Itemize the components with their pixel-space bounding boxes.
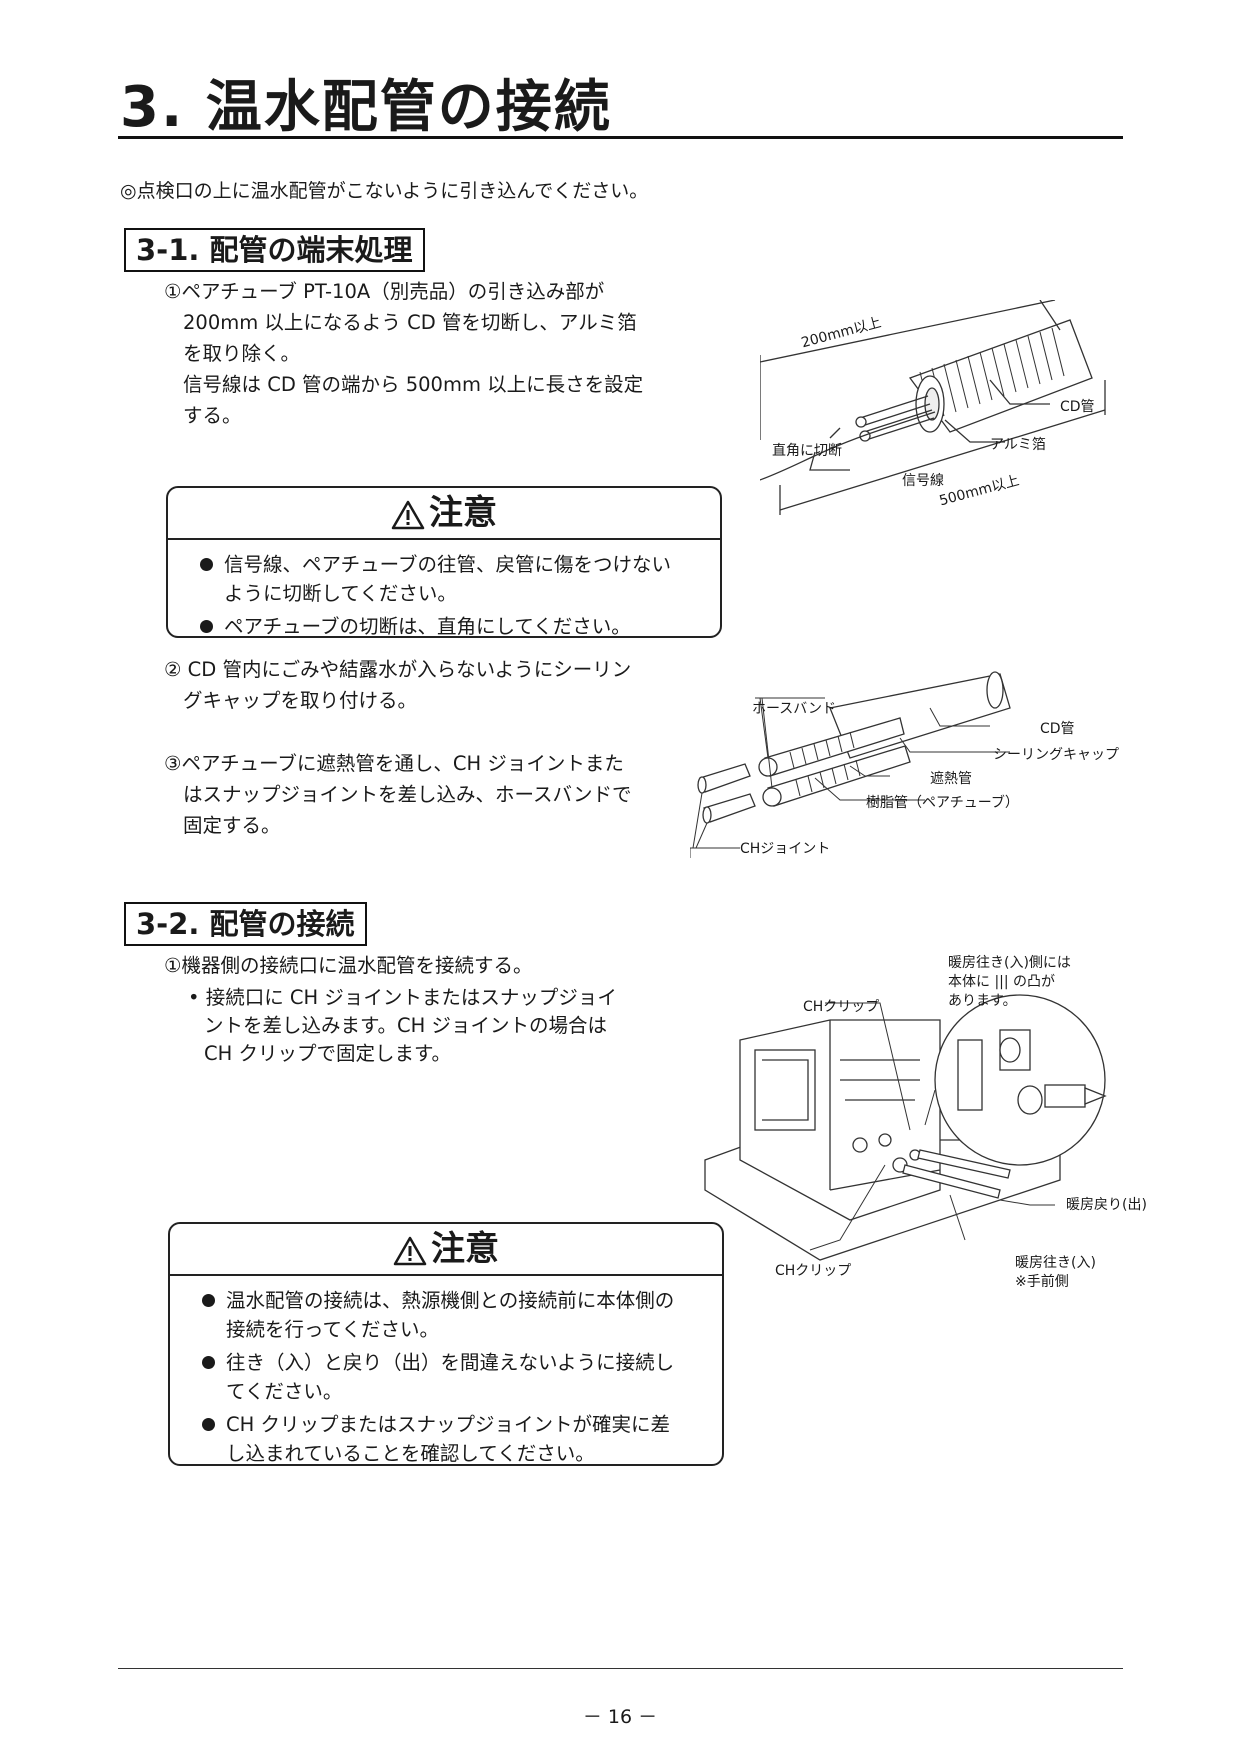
caution-list: 温水配管の接続は、熱源機側との接続前に本体側の 接続を行ってください。 往き（入… [170,1276,722,1468]
label-ch-clip-top: CHクリップ [803,999,880,1015]
step3-line: 固定する。 [183,814,281,837]
label-ch-joint: CHジョイント [740,841,831,857]
page-number: － 16 － [582,1706,658,1728]
caution-item: CH クリップまたはスナップジョイントが確実に差 し込まれていることを確認してく… [170,1410,722,1468]
label-heat-shield-pipe: 遮熱管 [930,771,972,787]
step3-line: はスナップジョイントを差し込み、ホースバンドで [183,783,632,806]
caution-item: 往き（入）と戻り（出）を間違えないように接続し てください。 [170,1348,722,1406]
label-resin-pipe: 樹脂管（ペアチューブ） [866,795,1019,811]
label-right-angle-cut: 直角に切断 [772,443,842,459]
title-rule [118,136,1123,139]
label-cd-pipe: CD管 [1060,399,1095,415]
step1-line: する。 [183,404,242,427]
step1-line: 200mm 以上になるよう CD 管を切断し、アルミ箔 [183,311,637,334]
note-line: 本体に ||| の凸が [948,974,1056,990]
label-cd-pipe-2: CD管 [1040,721,1075,737]
caution-list: 信号線、ペアチューブの往管、戻管に傷をつけない ように切断してください。 ペアチ… [168,540,720,641]
section-heading-3-2: 3-2. 配管の接続 [124,902,367,946]
caution-box-1: 注意 信号線、ペアチューブの往管、戻管に傷をつけない ように切断してください。 … [166,486,722,638]
step1-line: 信号線は CD 管の端から 500mm 以上に長さを設定 [183,373,644,396]
footer-rule [118,1668,1123,1669]
figure-unit-connection-diagram [704,994,1107,1261]
label-ch-clip-bottom: CHクリップ [775,1263,852,1279]
intro-text: ◎点検口の上に温水配管がこないように引き込んでください。 [120,180,649,202]
step2-line: ② CD 管内にごみや結露水が入らないようにシーリン [164,658,632,681]
section2-step1: ①機器側の接続口に温水配管を接続する。 [164,954,533,977]
label-aluminum-foil: アルミ箔 [990,437,1046,453]
caution-item: 温水配管の接続は、熱源機側との接続前に本体側の 接続を行ってください。 [170,1286,722,1344]
caution-header: 注意 [170,1224,722,1276]
step1-line: ①ペアチューブ PT-10A（別売品）の引き込み部が [164,280,605,303]
label-hose-band: ホースバンド [752,701,836,717]
warning-icon [393,1236,427,1266]
section-heading-3-1: 3-1. 配管の端末処理 [124,228,425,272]
label-signal-wire: 信号線 [902,473,944,489]
label-heating-return: 暖房戻り(出) [1066,1197,1147,1213]
label-sealing-cap: シーリングキャップ [993,747,1119,763]
step2-line: グキャップを取り付ける。 [183,689,418,712]
label-heating-supply-note: ※手前側 [1015,1274,1069,1290]
page-title: 3. 温水配管の接続 [120,75,612,140]
caution-title: 注意 [431,1229,499,1269]
note-line: 暖房往き(入)側には [948,955,1071,971]
section2-sub-line: CH クリップで固定します。 [204,1042,452,1065]
warning-icon [391,500,425,530]
caution-header: 注意 [168,488,720,540]
figure-pipe-end-diagram [760,300,1106,515]
step3-line: ③ペアチューブに遮熱管を通し、CH ジョイントまた [164,752,624,775]
caution-item: 信号線、ペアチューブの往管、戻管に傷をつけない ように切断してください。 [168,550,720,608]
caution-box-2: 注意 温水配管の接続は、熱源機側との接続前に本体側の 接続を行ってください。 往… [168,1222,724,1466]
caution-title: 注意 [429,493,497,533]
section2-sub-line: ントを差し込みます。CH ジョイントの場合は [204,1014,608,1037]
figure-joint-assembly-diagram [690,671,1011,858]
note-line: あります。 [948,993,1017,1009]
step1-line: を取り除く。 [183,342,301,365]
label-heating-supply: 暖房往き(入) [1015,1255,1096,1271]
section2-sub-line: • 接続口に CH ジョイントまたはスナップジョイ [188,986,617,1009]
caution-item: ペアチューブの切断は、直角にしてください。 [168,612,720,641]
